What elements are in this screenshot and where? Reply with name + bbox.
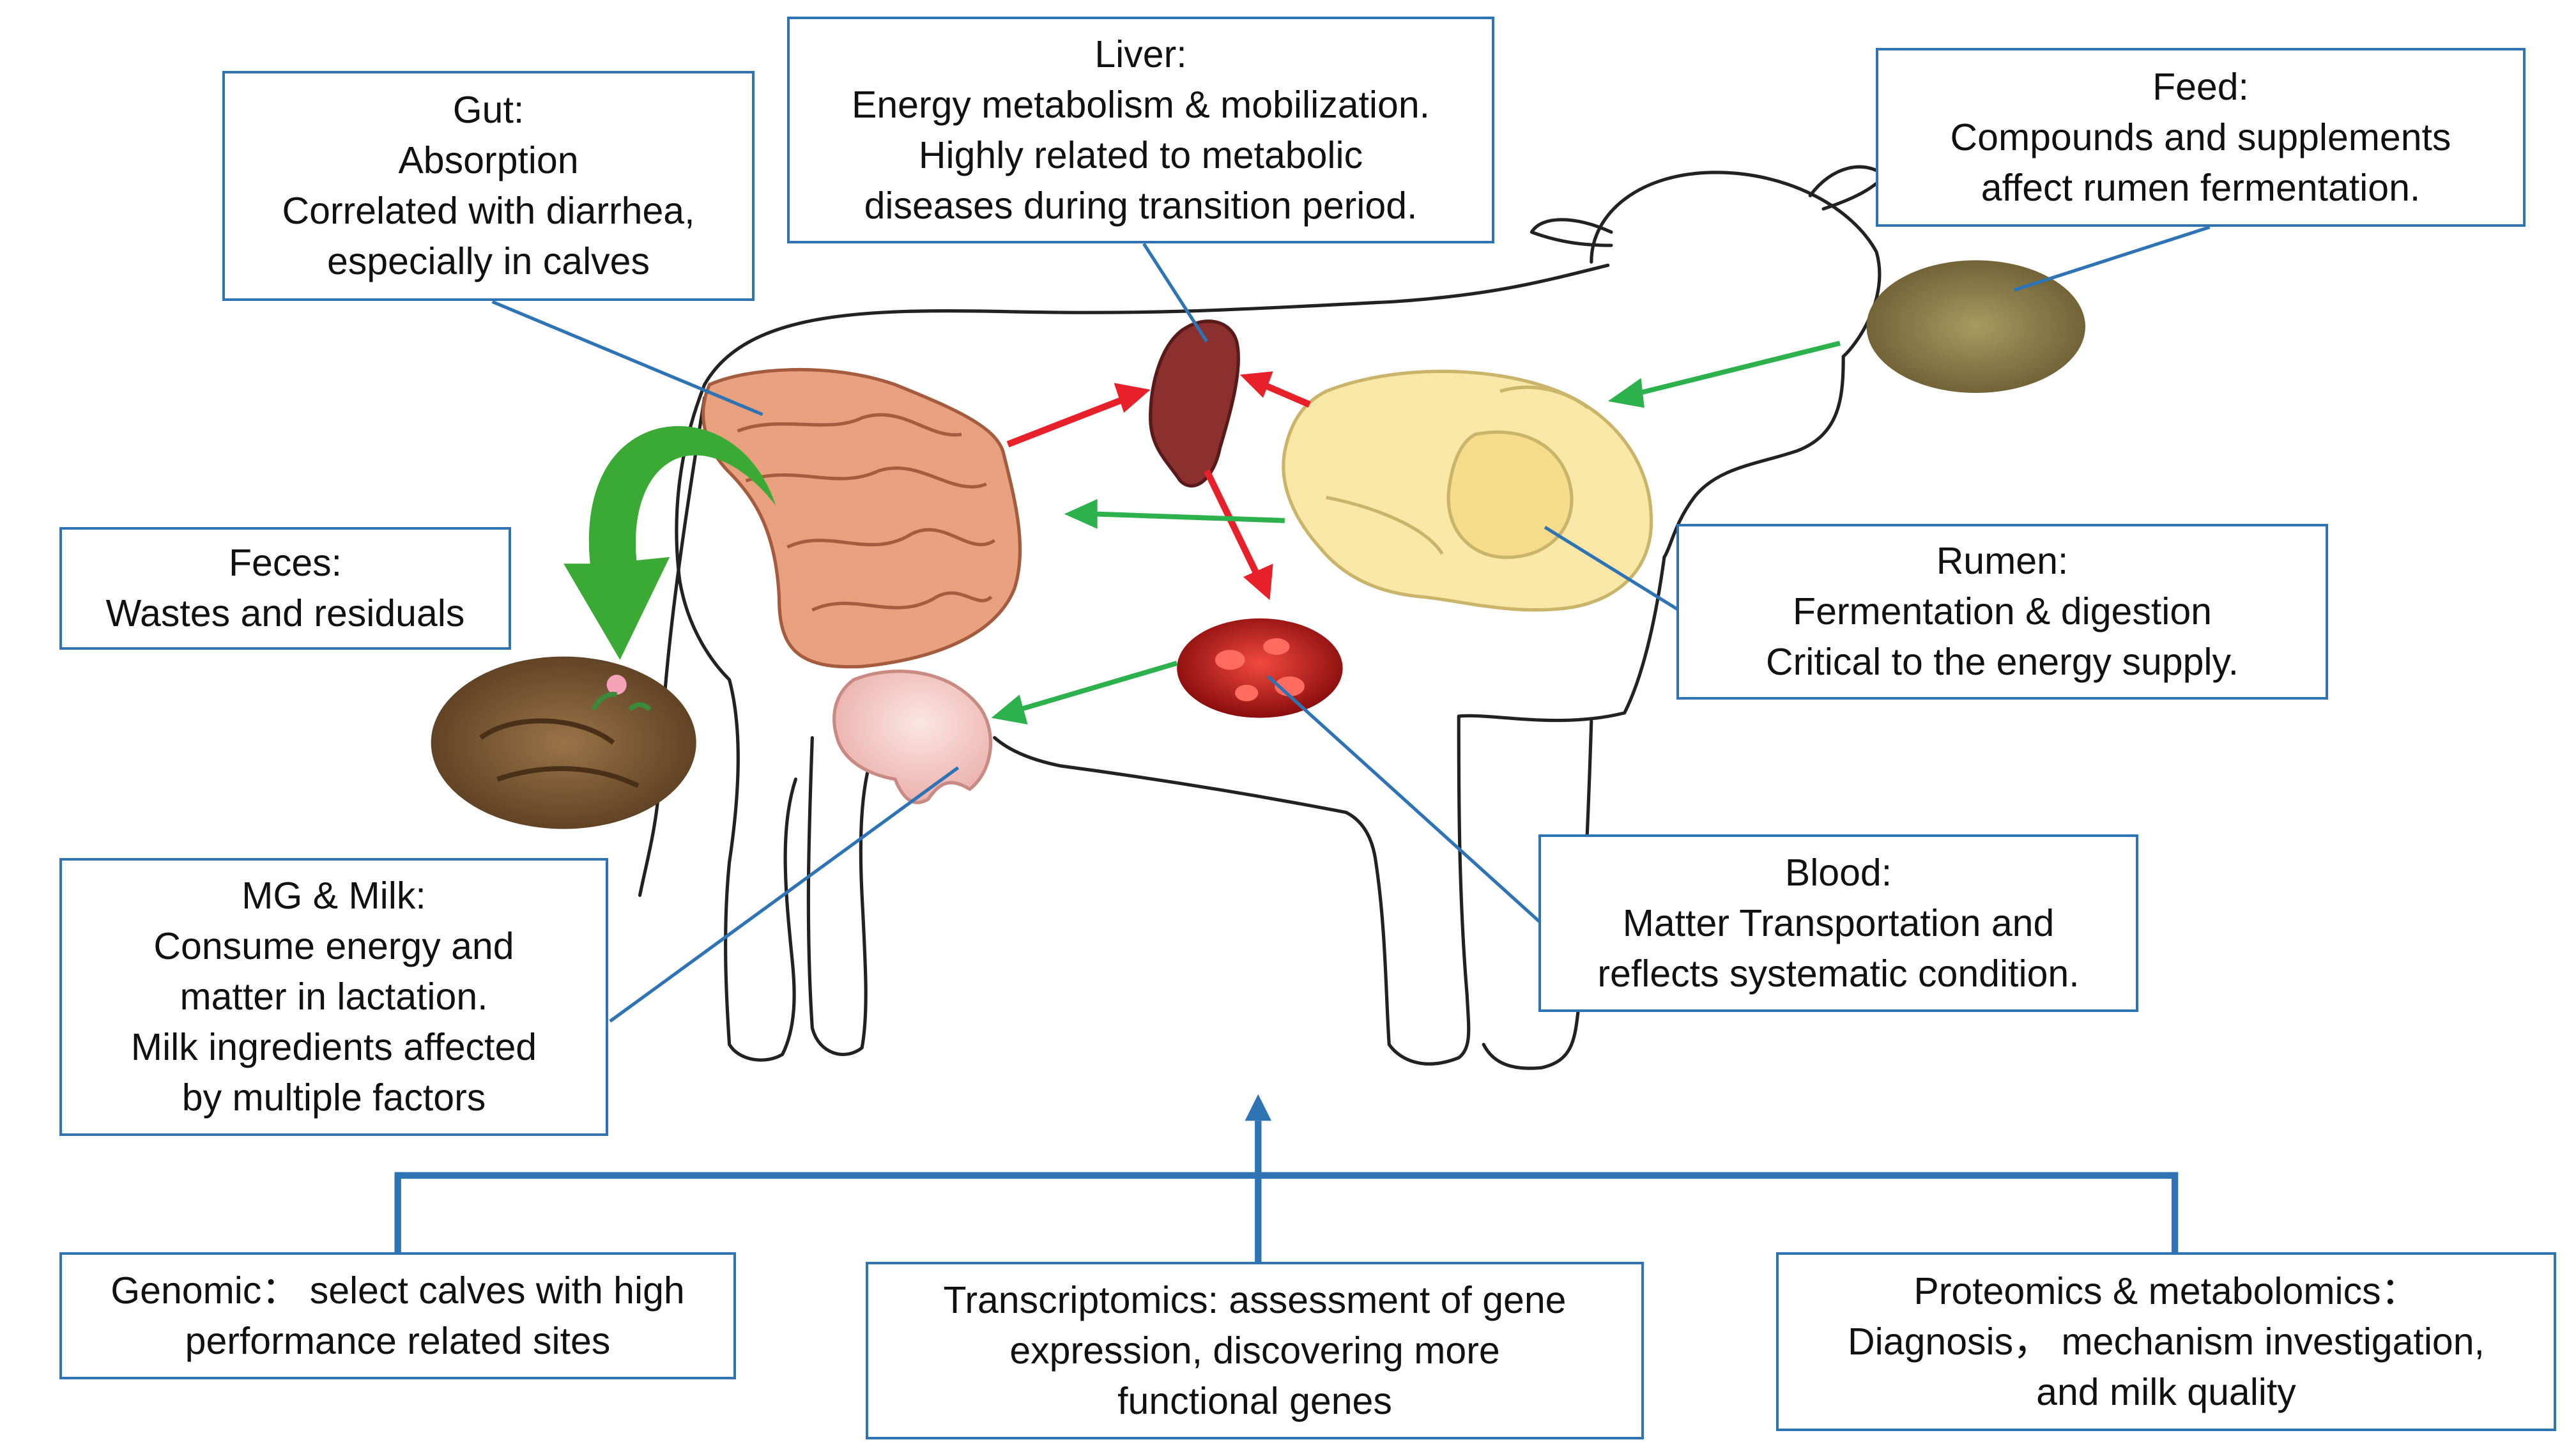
- mg-milk-line-factors: by multiple factors: [181, 1077, 486, 1119]
- connector-gut: [491, 300, 763, 417]
- feed-title: Feed:: [2152, 65, 2249, 108]
- gut-line-calves: especially in calves: [326, 240, 650, 282]
- gut-line-diarrhea: Correlated with diarrhea,: [282, 190, 695, 232]
- transcriptomics-line-genes: functional genes: [1117, 1379, 1392, 1422]
- transcriptomics-line-expression: expression, discovering more: [1009, 1329, 1500, 1372]
- blood-line-transport: Matter Transportation and: [1622, 901, 2055, 944]
- connector-mg-milk: [609, 766, 960, 1023]
- cow-outline: [638, 165, 1887, 1070]
- connector-feed: [2013, 226, 2211, 292]
- mg-milk-line-matter: matter in lactation.: [180, 976, 488, 1018]
- cow-ear-left: [1529, 218, 1613, 247]
- blood-organ: [1177, 618, 1343, 718]
- cow-front-leg: [1344, 555, 1666, 1066]
- transcriptomics-box: Transcriptomics: assessment of gene expr…: [866, 1262, 1644, 1439]
- green-arrow-rumen-to-gut: [1064, 499, 1285, 529]
- red-arrow-gut-to-liver: [1006, 383, 1151, 448]
- red-arrow-liver-to-blood: [1204, 469, 1273, 601]
- feces-box: Feces: Wastes and residuals: [59, 527, 511, 650]
- proteomics-line-title: Proteomics & metabolomics：: [1913, 1269, 2419, 1312]
- liver-line-energy: Energy metabolism & mobilization.: [851, 83, 1430, 126]
- mg-milk-line-consume: Consume energy and: [153, 925, 514, 967]
- transcriptomics-line-assessment: Transcriptomics: assessment of gene: [943, 1278, 1567, 1321]
- connector-rumen: [1544, 525, 1685, 615]
- blood-title: Blood:: [1784, 851, 1892, 894]
- feed-line-compounds: Compounds and supplements: [1950, 116, 2451, 158]
- proteomics-line-diagnosis: Diagnosis， mechanism investigation,: [1848, 1320, 2485, 1363]
- udder-organ: [832, 670, 993, 804]
- connector-lines: [491, 226, 2211, 1023]
- cow-hind-leg-2: [806, 736, 877, 1056]
- feed-image: [1866, 260, 2085, 394]
- genomic-box: Genomic： select calves with high perform…: [59, 1252, 736, 1379]
- feed-box: Feed: Compounds and supplements affect r…: [1876, 48, 2526, 227]
- liver-organ: [1149, 319, 1240, 488]
- gut-box: Gut: Absorption Correlated with diarrhea…: [222, 71, 755, 301]
- gut-title: Gut:: [452, 89, 525, 131]
- feces-line-wastes: Wastes and residuals: [105, 592, 465, 634]
- feces-title: Feces:: [228, 542, 342, 584]
- rumen-box: Rumen: Fermentation & digestion Critical…: [1676, 524, 2328, 700]
- feed-line-rumen: affect rumen fermentation.: [1981, 166, 2421, 209]
- cow-front-leg-2: [1482, 719, 1593, 1070]
- omics-bracket-arrowhead: [1245, 1094, 1272, 1121]
- cow-ear-right: [1808, 165, 1887, 211]
- connector-liver: [1142, 243, 1209, 342]
- red-arrow-rumen-to-liver: [1239, 371, 1311, 408]
- rumen-title: Rumen:: [1936, 540, 2069, 582]
- feces-image: [431, 656, 696, 829]
- liver-title: Liver:: [1094, 33, 1187, 75]
- cow-rear-outline: [675, 383, 797, 1062]
- proteomics-line-milk-quality: and milk quality: [2036, 1370, 2296, 1413]
- blood-box: Blood: Matter Transportation and reflect…: [1538, 834, 2138, 1012]
- gut-organ: [702, 367, 1022, 669]
- mg-milk-line-ingredients: Milk ingredients affected: [130, 1026, 537, 1068]
- genomic-line-performance: performance related sites: [185, 1319, 611, 1362]
- green-arrow-blood-to-udder: [991, 661, 1178, 724]
- omics-bracket: [394, 1121, 2179, 1267]
- liver-line-related: Highly related to metabolic: [918, 134, 1363, 176]
- rumen-organ: [1282, 369, 1653, 612]
- genomic-line-select: Genomic： select calves with high: [111, 1269, 685, 1312]
- mg-milk-box: MG & Milk: Consume energy and matter in …: [59, 858, 608, 1136]
- connector-blood: [1267, 675, 1545, 926]
- big-green-arrow-gut-to-feces: [564, 425, 776, 660]
- cow-belly: [993, 736, 1348, 815]
- liver-box: Liver: Energy metabolism & mobilization.…: [787, 17, 1494, 243]
- proteomics-box: Proteomics & metabolomics： Diagnosis， me…: [1776, 1252, 2556, 1431]
- liver-line-diseases: diseases during transition period.: [864, 184, 1418, 227]
- rumen-line-fermentation: Fermentation & digestion: [1793, 590, 2212, 632]
- gut-line-absorption: Absorption: [398, 139, 579, 181]
- cow-back-line: [703, 263, 1610, 387]
- blood-line-reflects: reflects systematic condition.: [1597, 952, 2080, 995]
- green-arrow-feed-to-rumen: [1607, 341, 1841, 408]
- rumen-line-critical: Critical to the energy supply.: [1765, 641, 2239, 683]
- cow-head-outline: [1590, 171, 1882, 559]
- mg-milk-title: MG & Milk:: [241, 875, 426, 917]
